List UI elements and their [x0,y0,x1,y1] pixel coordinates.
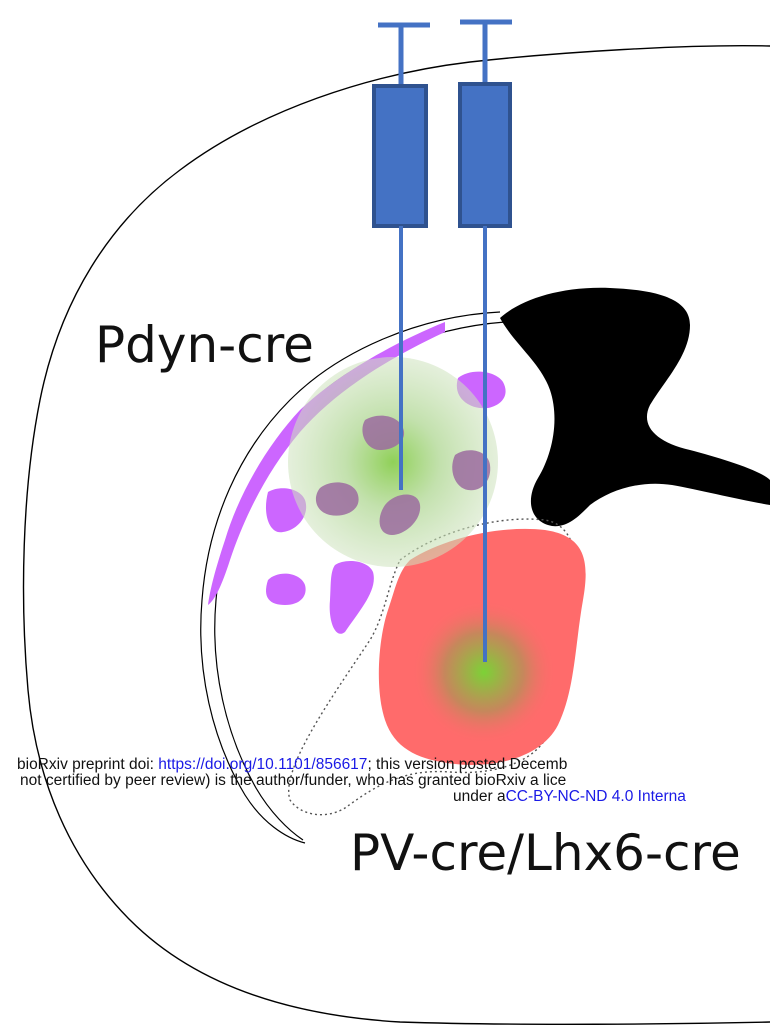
preprint-line-2: not certified by peer review) is the aut… [0,773,770,789]
preprint-line-3: under aCC-BY-NC-ND 4.0 Interna [0,789,770,805]
preprint-line-1: bioRxiv preprint doi: https://doi.org/10… [0,757,770,773]
preprint-doi-prefix: bioRxiv preprint doi: [17,757,158,773]
label-pv-lhx6-cre: PV-cre/Lhx6-cre [350,824,741,882]
preprint-version-text: ; this version posted Decemb [367,757,567,773]
doi-link[interactable]: https://doi.org/10.1101/856617 [158,757,367,773]
striosome-patch [330,561,374,634]
label-pdyn-cre: Pdyn-cre [95,316,314,374]
lateral-ventricle [500,288,770,526]
license-link[interactable]: CC-BY-NC-ND 4.0 Interna [506,788,686,805]
striosome-patch-overlapped [316,482,359,515]
striosome-patch [266,574,306,605]
license-prefix: under a [453,788,506,805]
preprint-notice: bioRxiv preprint doi: https://doi.org/10… [0,757,770,805]
